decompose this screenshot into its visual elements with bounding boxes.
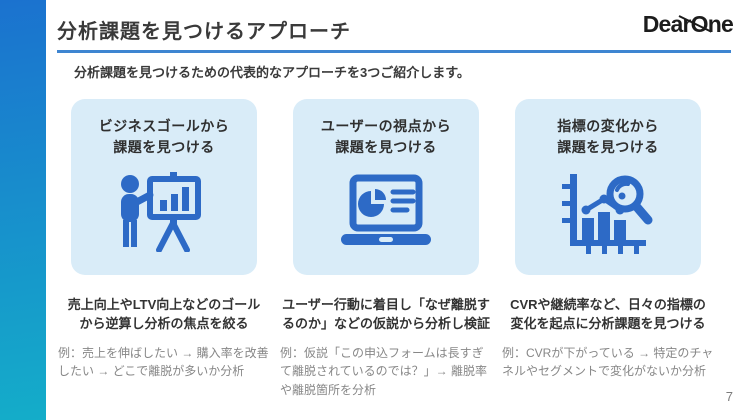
approach-headline: ユーザー行動に着目し「なぜ離脱す るのか」などの仮説から分析し検証	[281, 297, 490, 331]
page-title: 分析課題を見つけるアプローチ	[57, 21, 351, 43]
page-subtitle: 分析課題を見つけるための代表的なアプローチを3つご紹介します。	[74, 65, 470, 80]
approach-headline: CVRや継続率など、日々の指標の 変化を起点に分析課題を見つける	[510, 297, 706, 331]
approach-column-business-goal: ビジネスゴールから 課題を見つける	[58, 99, 270, 399]
chart-magnifier-icon	[558, 158, 658, 275]
dearone-logo: DearOne	[642, 11, 734, 38]
approach-headline: 売上向上やLTV向上などのゴール から逆算し分析の焦点を絞る	[67, 297, 261, 331]
title-underline	[57, 50, 731, 53]
approach-card: ビジネスゴールから 課題を見つける	[71, 99, 257, 275]
card-title: 指標の変化から 課題を見つける	[557, 118, 659, 155]
laptop-analytics-icon	[331, 158, 441, 275]
logo-text: DearOne	[642, 11, 734, 37]
approach-column-user-perspective: ユーザーの視点から 課題を見つける	[280, 99, 492, 399]
approach-example: 例：仮説「この申込フォームは長すぎて離脱されているのでは？」→ 離脱率や離脱箇所…	[280, 345, 487, 397]
presentation-icon	[114, 158, 214, 275]
approach-columns: ビジネスゴールから 課題を見つける	[58, 99, 714, 399]
page-number: 7	[725, 389, 733, 404]
approach-example: 例：売上を伸ばしたい → 購入率を改善したい → どこで離脱が多いか分析	[58, 345, 269, 379]
card-title: ユーザーの視点から 課題を見つける	[320, 118, 452, 155]
slide-content: 分析課題を見つけるアプローチ DearOne 分析課題を見つけるための代表的なア…	[46, 0, 747, 420]
card-title: ビジネスゴールから 課題を見つける	[98, 118, 230, 155]
approach-column-metric-change: 指標の変化から 課題を見つける	[502, 99, 714, 399]
approach-card: 指標の変化から 課題を見つける	[515, 99, 701, 275]
approach-card: ユーザーの視点から 課題を見つける	[293, 99, 479, 275]
left-accent-bar	[0, 0, 46, 420]
approach-example: 例：CVRが下がっている → 特定のチャネルやセグメントで変化がないか分析	[502, 345, 714, 379]
